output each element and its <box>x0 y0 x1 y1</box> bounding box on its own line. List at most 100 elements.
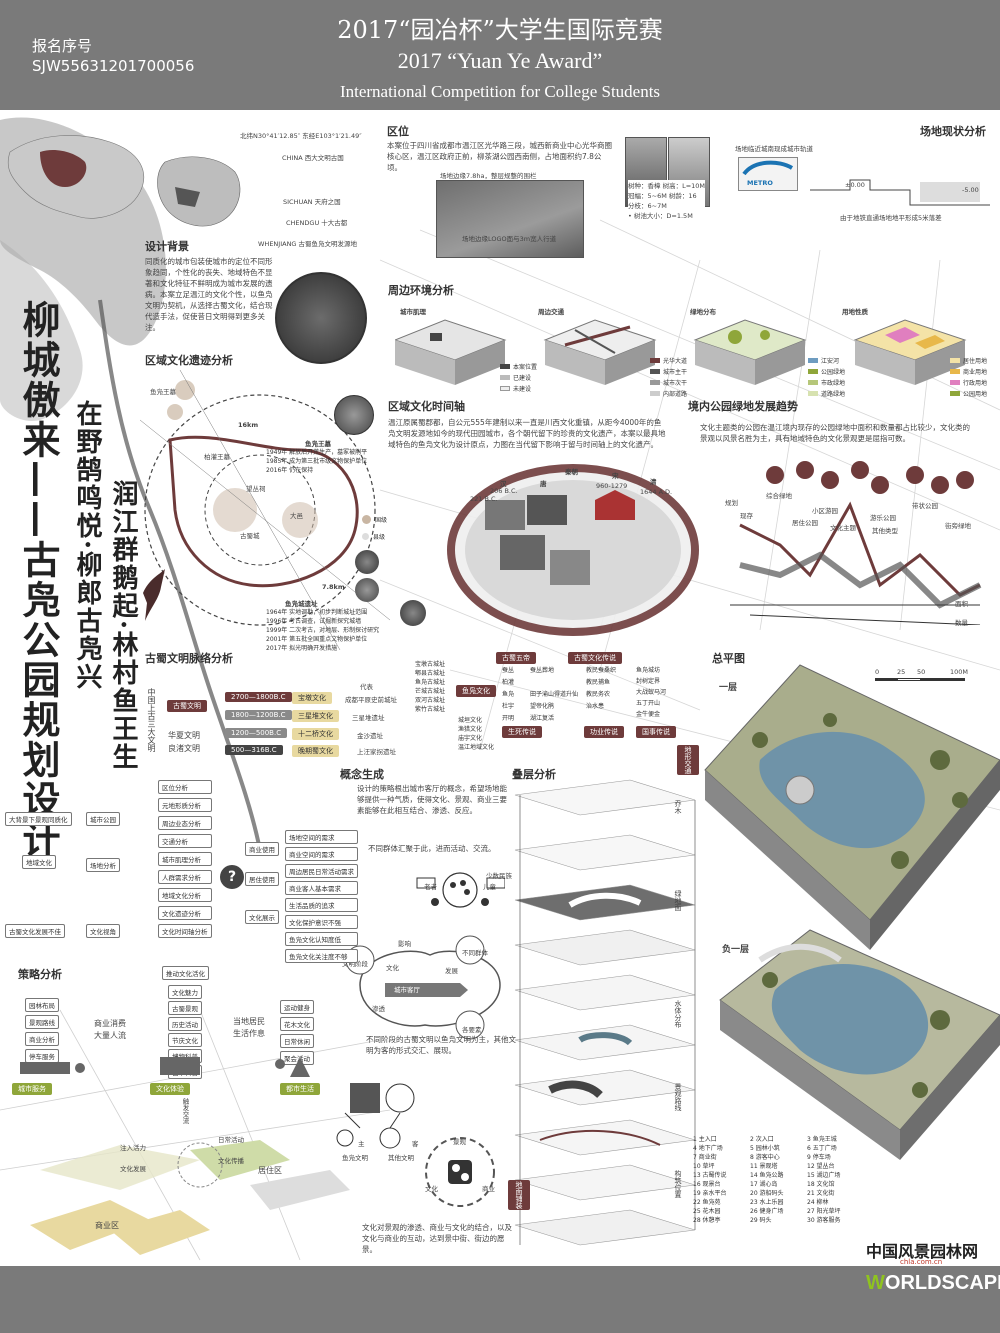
plan-legend-label: 鱼凫王城 <box>812 1136 837 1143</box>
plan-legend-number: 5 <box>750 1145 756 1152</box>
king-2: 鱼凫 <box>502 691 515 698</box>
events-list: 蚕丛葬地 田子渝山得道升仙 望帝化鹃 湖江复活 <box>530 665 578 725</box>
life-1: 生活作息 <box>233 1029 265 1038</box>
city-0: 宝墩古城址 <box>415 661 446 668</box>
plan-legend-label: 湖心岛 <box>759 1181 778 1188</box>
trend-icons <box>766 461 974 494</box>
site-note-2: 由于地铁直通场地地平形成5米落差 <box>840 214 942 222</box>
era-1: 宋 <box>612 472 619 480</box>
plan-legend-label: 游船码头 <box>759 1190 784 1197</box>
icon-2: 少数民族 <box>486 872 512 880</box>
kings-list: 蚕丛 柏灌 鱼凫 杜宇 开明 <box>502 665 514 725</box>
civ-0: 古蜀文明 <box>167 700 207 712</box>
lower-list: 园林布局 景观路线 商业分析 停车服务 <box>25 998 59 1066</box>
plan-legend-label: 望丛台 <box>816 1163 835 1170</box>
analysis-7: 文化遗迹分析 <box>158 906 212 920</box>
after-1: 渔猎文化 <box>458 726 483 733</box>
icon-1: 儿童 <box>483 883 496 891</box>
place-0: 鱼凫王墓 <box>150 388 176 396</box>
footer-band <box>0 1266 1000 1333</box>
legacy-4: 金牛便金 <box>636 711 661 718</box>
cycle2-1: 文化 <box>425 1185 438 1193</box>
culture-item-1: 古蜀景观 <box>168 1001 202 1015</box>
legend-landuse: 居住用地 商业用地 行政用地 公园用地 <box>950 356 987 400</box>
site-photo-b <box>355 550 379 574</box>
site-b-notes: 1964年 实地调勘，初步判断城址范围 1996年 考古调查，试掘新探究城墙 1… <box>266 608 379 653</box>
lower-2: 商业分析 <box>25 1032 59 1046</box>
king-0: 蚕丛 <box>502 667 515 674</box>
legend-3-2: 市政绿地 <box>821 380 846 387</box>
location-text: 本案位于四川省成都市温江区光华路三段，城西新商业中心光华商圈核心区，温江区政府正… <box>387 141 612 172</box>
surround-title: 周边环境分析 <box>388 284 454 297</box>
plan-legend-number: 6 <box>807 1145 813 1152</box>
legend-1-0: 本案位置 <box>513 364 538 371</box>
culture-cycle <box>425 1137 495 1207</box>
plan-legend-label: 鱼凫公路 <box>759 1172 784 1179</box>
scale-2: 50 <box>917 668 926 676</box>
loc-label-2: SICHUAN 天府之国 <box>283 198 341 206</box>
trend-cat-8: 街旁绿地 <box>945 522 971 530</box>
analysis-2: 周边业态分析 <box>158 816 212 830</box>
plan-legend-label: 休憩亭 <box>702 1217 721 1224</box>
sub-title-2: 润江群鹅起·林村鱼王生 <box>108 480 138 772</box>
lineage-rep: 代表 <box>360 683 373 691</box>
section-diagram <box>810 179 990 206</box>
plan-legend-label: 主入口 <box>698 1136 717 1143</box>
legend-2-1: 城市主干 <box>663 369 688 376</box>
place-1: 柏灌王墓 <box>204 453 230 461</box>
map-label-4: 居住区 <box>258 1166 282 1175</box>
legacy-3: 五丁开山 <box>636 700 661 707</box>
trend-legend-0: 现存 <box>740 512 753 520</box>
layer-0: 乔木 <box>674 800 682 814</box>
background-title: 设计背景 <box>145 240 189 253</box>
legend-4-1: 商业用地 <box>963 369 988 376</box>
concept-text: 设计的策略根出城市客厅的概念，希望场地能够提供一种气质，使得文化、景观、商业三要… <box>357 784 507 815</box>
plan-legend-number: 4 <box>693 1145 699 1152</box>
hg-1: 客 <box>412 1140 419 1148</box>
block-traffic <box>543 319 657 385</box>
event-2: 望帝化鹃 <box>530 703 555 710</box>
life-0: 当地居民 <box>233 1017 265 1026</box>
tomb-photo <box>334 395 374 435</box>
trend-cat-0: 规划 <box>725 499 738 507</box>
main-title: 柳城傲来——古凫公园规划设计 <box>16 300 61 860</box>
culture-2: 十二桥文化 <box>292 728 339 740</box>
tree-info-4: • 树池大小：D=1.5M <box>628 210 706 220</box>
metro-label: METRO <box>747 179 773 187</box>
bar-0: 城市服务 <box>12 1083 52 1095</box>
crane-bird-icon <box>143 569 165 621</box>
site-a-note-1: 1985年 成为第三批市级文物保护单位 <box>266 458 368 465</box>
right-5: 文化保护意识不强 <box>285 915 358 929</box>
trend-chart <box>730 461 982 625</box>
tag-1: 生死传说 <box>502 726 542 738</box>
region-map <box>140 370 390 650</box>
plan-legend-label: 游客服务 <box>816 1217 841 1224</box>
cycle-7: 各要素 <box>462 1026 482 1034</box>
city-4: 双河古城址 <box>415 697 446 704</box>
plan-legend-number: 25 <box>693 1208 703 1215</box>
right-6: 鱼凫文化认知度低 <box>285 932 358 946</box>
era-0: 秦朝 <box>565 468 578 476</box>
place-5: 大邑 <box>290 512 303 520</box>
plan-floor-1: 一层 <box>719 683 738 693</box>
plan-legend-item: 4 地下广场 <box>693 1144 748 1153</box>
cycle-4: 文化 <box>386 964 399 972</box>
legend-texture: 本案位置 已建设 未建设 <box>500 362 537 395</box>
block-landuse <box>853 319 967 385</box>
plan-legend-number: 20 <box>750 1190 760 1197</box>
plan-legend-item: 6 五丁广场 <box>807 1144 862 1153</box>
strategy-city-map <box>30 1140 350 1255</box>
plan-legend-label: 园林小筑 <box>755 1145 780 1152</box>
concept-cycle <box>345 935 501 1040</box>
cycle-3: 城市客厅 <box>394 986 420 994</box>
year-2: 1644 A.D. <box>640 488 673 496</box>
sub-title-1: 在野鹄鸣悦·柳郎古凫兴 <box>72 400 102 692</box>
plan-legend-label: 码头 <box>759 1217 772 1224</box>
hg-2: 鱼凫文明 <box>342 1154 368 1162</box>
plan-legend-label: 亲水平台 <box>702 1190 727 1197</box>
plan-legend-number: 24 <box>807 1199 817 1206</box>
king-1: 柏灌 <box>502 679 515 686</box>
trend-cat-2: 居住公园 <box>792 519 818 527</box>
plan-legend-label: 文化馆 <box>816 1181 835 1188</box>
